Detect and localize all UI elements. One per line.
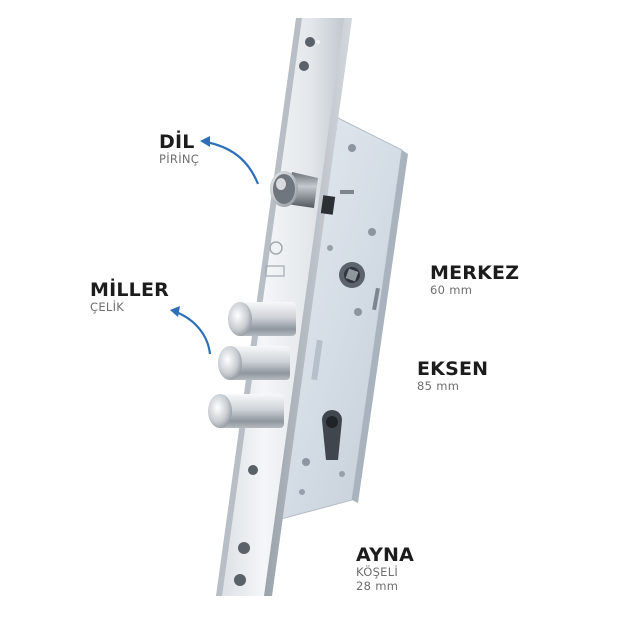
curved-arrow-icon bbox=[200, 136, 260, 185]
bolt-pin-1 bbox=[228, 302, 296, 336]
curved-arrow-icon bbox=[170, 306, 212, 355]
bolt-pin-3 bbox=[208, 394, 284, 428]
label-miller-sub: ÇELİK bbox=[90, 300, 125, 314]
label-eksen: EKSEN 85 mm bbox=[417, 360, 488, 393]
label-ayna-sub: KÖŞELİ bbox=[356, 565, 399, 579]
label-ayna-size: 28 mm bbox=[356, 578, 399, 593]
label-ayna-title: AYNA bbox=[356, 544, 415, 566]
label-merkez-title: MERKEZ bbox=[430, 262, 520, 284]
label-miller: MİLLER ÇELİK bbox=[90, 281, 169, 314]
label-dil-sub: PİRİNÇ bbox=[159, 152, 200, 166]
label-eksen-sub: 85 mm bbox=[417, 379, 460, 393]
label-merkez: MERKEZ 60 mm bbox=[430, 264, 519, 297]
label-miller-title: MİLLER bbox=[90, 279, 169, 301]
label-dil-title: DİL bbox=[159, 131, 195, 153]
label-merkez-sub: 60 mm bbox=[430, 283, 473, 297]
lock-case bbox=[269, 107, 408, 523]
label-eksen-title: EKSEN bbox=[417, 358, 489, 380]
latch-bolt bbox=[270, 171, 318, 208]
label-dil: DİL PİRİNÇ bbox=[159, 133, 199, 166]
label-ayna: AYNA KÖŞELİ 28 mm bbox=[356, 546, 414, 592]
bolt-pin-2 bbox=[218, 346, 290, 380]
bolt-pins bbox=[208, 302, 296, 428]
